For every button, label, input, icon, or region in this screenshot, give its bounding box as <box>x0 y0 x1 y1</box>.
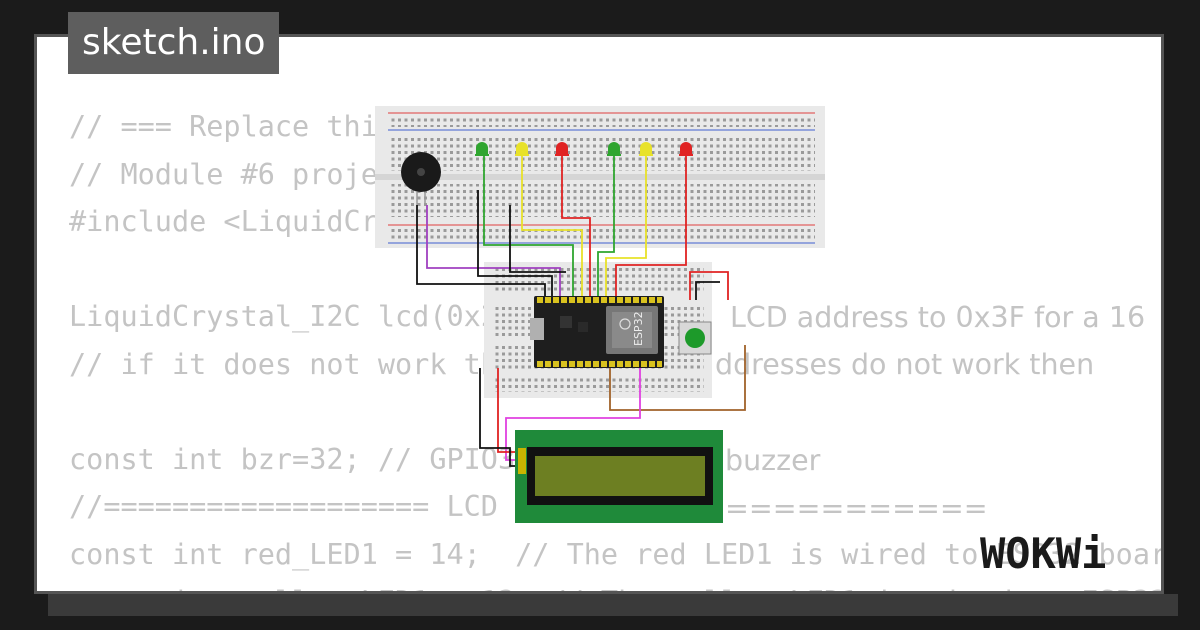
wires <box>416 156 746 467</box>
code-line-10: const int red_LED1 = 14; // The red LED1… <box>69 537 1161 571</box>
code-fragment-8: buzzer <box>725 444 821 477</box>
lcd-display <box>515 430 723 523</box>
buzzer <box>401 152 441 205</box>
led-red-1 <box>555 142 569 156</box>
push-button[interactable] <box>678 321 712 355</box>
file-tab-label: sketch.ino <box>82 22 266 63</box>
led-yellow-1 <box>515 142 529 156</box>
code-line-11: const int yellow_LED1 = 12; // The yello… <box>69 578 1161 591</box>
breadboard-top <box>375 106 825 248</box>
card-shadow <box>48 594 1178 616</box>
code-fragment-9: =========== <box>725 492 988 525</box>
code-fragment-6: ddresses do not work then <box>715 348 1094 381</box>
code-line-5: LiquidCrystal_I2C lcd(0x27,1 <box>69 300 550 333</box>
wokwi-logo-text: WOKWi <box>980 529 1106 578</box>
code-editor[interactable]: // === Replace this te// Module #6 proje… <box>69 103 1161 591</box>
code-fragment-5: LCD address to 0x3F for a 16 <box>730 301 1145 334</box>
esp32-label: ESP32 <box>632 311 645 346</box>
file-tab[interactable]: sketch.ino <box>68 12 280 74</box>
wokwi-logo: WOKWi <box>980 529 1106 578</box>
code-line-9: //=================== LCD <box>69 490 498 523</box>
led-green-2 <box>607 142 621 156</box>
led-yellow-2 <box>639 142 653 156</box>
esp32-board[interactable]: ESP32 <box>530 296 664 368</box>
led-green-1 <box>475 142 489 156</box>
led-red-2 <box>679 142 693 156</box>
